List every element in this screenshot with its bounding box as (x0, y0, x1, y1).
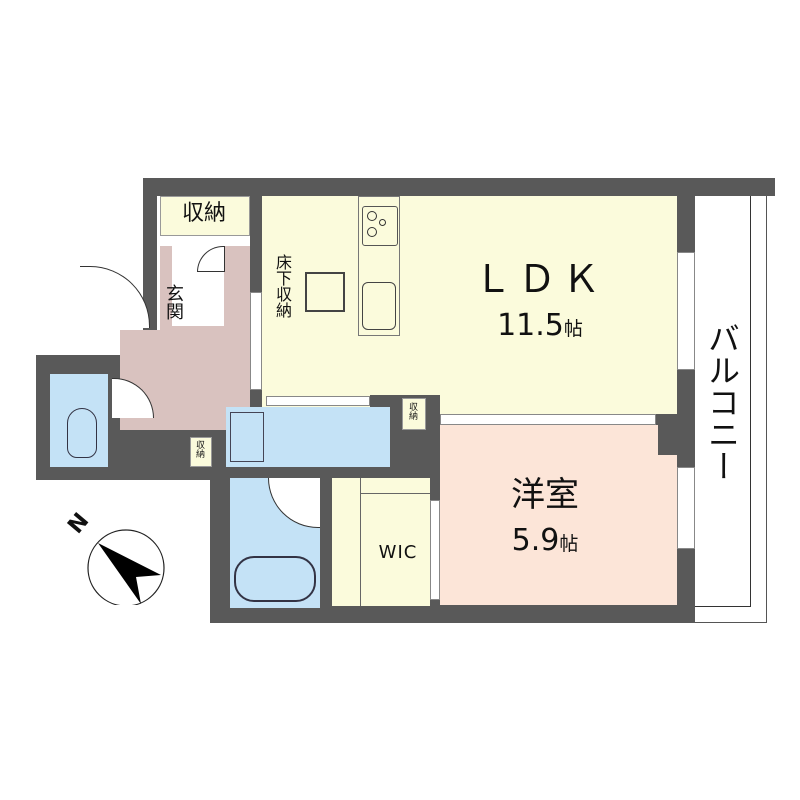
wic-rod-line (360, 478, 361, 606)
underfloor-hatch-icon (305, 272, 345, 312)
room-storage-small-1 (190, 437, 212, 467)
yoshitsu-size-unit: 帖 (559, 533, 579, 555)
storage-small-2-label: 収納 (407, 402, 417, 420)
wic-shelf-line (360, 493, 430, 494)
room-wic (332, 478, 430, 606)
yoshitsu-size-value: 5.9 (511, 523, 560, 558)
ldk-size-unit: 帖 (563, 318, 583, 340)
bathtub-icon (234, 556, 316, 602)
sliding-door-washroom[interactable] (266, 396, 370, 406)
sliding-door-wic[interactable] (430, 500, 440, 600)
sliding-door-yoshitsu[interactable] (440, 414, 656, 425)
genkan-label: 玄関 (163, 284, 184, 320)
yoshitsu-size: 5.9帖 (490, 526, 600, 556)
toilet-icon (67, 408, 97, 458)
yoshitsu-label: 洋室 (511, 475, 579, 515)
balcony-inner-bottom (695, 606, 751, 607)
room-yoshitsu (440, 425, 658, 605)
ldk-size: 11.5帖 (470, 311, 610, 341)
stove-icon (362, 206, 398, 246)
ldk-label: ＬＤＫ (473, 257, 606, 301)
ldk-size-value: 11.5 (497, 308, 564, 343)
compass: N (63, 505, 170, 607)
room-storage-small-2 (402, 398, 426, 430)
balcony-label: バルコニー (703, 322, 741, 482)
wall-right (677, 178, 695, 623)
washbasin-icon (230, 412, 264, 462)
balcony-inner-line (750, 196, 751, 606)
wall-mid-connector (100, 420, 240, 480)
entrance-door[interactable] (80, 266, 150, 328)
window-yoshitsu (677, 467, 695, 549)
wic-label: WIC (378, 542, 418, 563)
room-storage-top (160, 196, 250, 236)
window-ldk (677, 252, 695, 370)
room-washroom (226, 407, 390, 467)
sliding-door-genkan-ldk[interactable] (250, 292, 262, 390)
kitchen-counter (358, 196, 400, 336)
wall-top (143, 178, 775, 196)
underfloor-label: 床下収納 (273, 254, 292, 318)
balcony (695, 196, 767, 623)
storage-top-label: 収納 (181, 201, 226, 226)
sink-icon (362, 282, 396, 330)
room-yoshitsu-ext (655, 455, 677, 605)
storage-small-1-label: 収納 (194, 440, 204, 458)
